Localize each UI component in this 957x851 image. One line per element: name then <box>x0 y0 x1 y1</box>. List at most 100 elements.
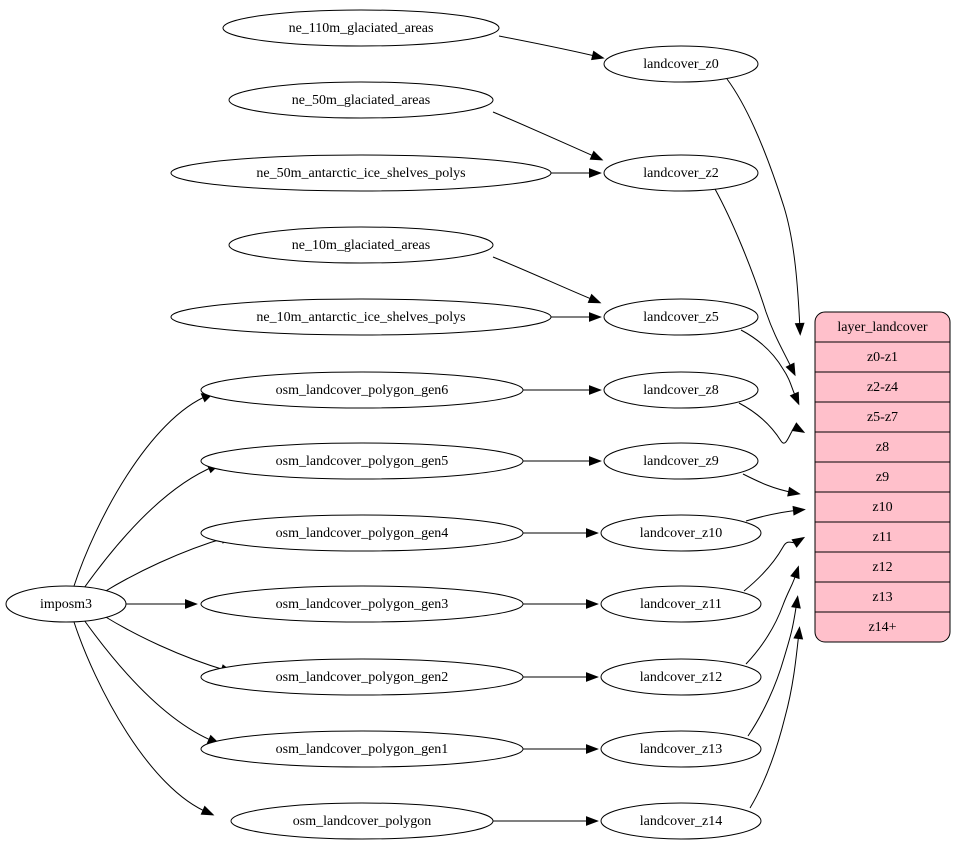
node-shape[interactable] <box>228 81 494 119</box>
edge <box>493 816 599 826</box>
node-shape[interactable] <box>170 154 552 192</box>
node-shape[interactable] <box>222 9 500 47</box>
graph-node-landcover[interactable]: landcover_z2 <box>603 154 759 192</box>
edge-arrowhead <box>591 50 605 61</box>
edge <box>523 744 599 754</box>
edge-arrowhead <box>586 672 599 682</box>
edge-arrowhead <box>587 293 602 304</box>
node-shape[interactable] <box>228 226 494 264</box>
graph-node-natural-earth[interactable]: ne_50m_glaciated_areas <box>228 81 494 119</box>
graph-node-landcover[interactable]: landcover_z13 <box>600 730 762 768</box>
graph-node-source[interactable]: imposm3 <box>5 585 127 623</box>
graph-node-landcover[interactable]: landcover_z11 <box>600 585 762 623</box>
node-shape[interactable] <box>600 730 762 768</box>
graph-node-natural-earth[interactable]: ne_10m_antarctic_ice_shelves_polys <box>170 298 552 336</box>
node-shape[interactable] <box>200 658 524 696</box>
table-row[interactable]: z5-z7 <box>815 401 950 425</box>
edge-line <box>83 465 216 589</box>
edge-line <box>73 394 210 587</box>
edge <box>73 621 215 816</box>
graph-node-natural-earth[interactable]: ne_10m_glaciated_areas <box>228 226 494 264</box>
node-label: imposm3 <box>40 597 92 612</box>
graph-node-osm[interactable]: osm_landcover_polygon_gen2 <box>200 658 524 696</box>
edge-arrowhead <box>589 385 602 395</box>
edge-line <box>714 188 794 372</box>
graph-node-landcover[interactable]: landcover_z8 <box>603 371 759 409</box>
node-label: osm_landcover_polygon_gen4 <box>276 526 449 541</box>
node-shape[interactable] <box>603 45 759 83</box>
edge <box>745 505 806 522</box>
graph-node-natural-earth[interactable]: ne_110m_glaciated_areas <box>222 9 500 47</box>
edge-line <box>492 111 599 159</box>
edge <box>523 672 599 682</box>
node-shape[interactable] <box>200 442 524 480</box>
node-shape[interactable] <box>200 371 524 409</box>
node-label: osm_landcover_polygon_gen5 <box>276 454 449 469</box>
table-row[interactable]: z2-z4 <box>815 371 950 395</box>
node-label: osm_landcover_polygon_gen3 <box>276 597 449 612</box>
node-label: ne_10m_antarctic_ice_shelves_polys <box>256 310 465 325</box>
table-row[interactable]: z8 <box>815 431 950 455</box>
edge-arrowhead <box>586 744 599 754</box>
node-shape[interactable] <box>200 585 524 623</box>
table-row[interactable]: z0-z1 <box>815 341 950 365</box>
node-label: landcover_z14 <box>640 814 722 829</box>
edge-arrowhead <box>589 456 602 466</box>
graph-node-osm[interactable]: osm_landcover_polygon_gen1 <box>200 730 524 768</box>
graph-node-landcover[interactable]: landcover_z5 <box>603 298 759 336</box>
table-row[interactable]: z11 <box>815 521 950 545</box>
graph-node-landcover[interactable]: landcover_z14 <box>600 802 762 840</box>
node-shape[interactable] <box>600 585 762 623</box>
node-shape[interactable] <box>603 298 759 336</box>
graph-node-osm[interactable]: osm_landcover_polygon_gen4 <box>200 514 524 552</box>
table-row[interactable]: z9 <box>815 461 950 485</box>
graph-node-osm[interactable]: osm_landcover_polygon_gen3 <box>200 585 524 623</box>
node-label: osm_landcover_polygon_gen1 <box>276 742 449 757</box>
node-shape[interactable] <box>603 154 759 192</box>
edge <box>743 536 806 592</box>
edge <box>714 188 796 377</box>
table-row[interactable]: z13 <box>815 581 950 605</box>
table-row[interactable]: z12 <box>815 551 950 575</box>
graph-node-landcover[interactable]: landcover_z0 <box>603 45 759 83</box>
graph-node-landcover[interactable]: landcover_z9 <box>603 442 759 480</box>
edge-line <box>745 570 798 665</box>
edge <box>726 78 805 336</box>
edge-arrowhead <box>589 168 602 178</box>
node-shape[interactable] <box>603 371 759 409</box>
node-label: landcover_z9 <box>643 454 718 469</box>
graph-node-landcover[interactable]: landcover_z12 <box>600 658 762 696</box>
node-shape[interactable] <box>170 298 552 336</box>
table-row[interactable]: z10 <box>815 491 950 515</box>
table-row-label: z12 <box>872 560 892 575</box>
nodes-layer: imposm3 ne_110m_glaciated_areas ne_50m_gla… <box>5 9 762 840</box>
edge-line <box>498 35 600 58</box>
node-shape[interactable] <box>600 802 762 840</box>
node-shape[interactable] <box>200 730 524 768</box>
table-title: layer_landcover <box>837 320 928 335</box>
graph-node-natural-earth[interactable]: ne_50m_antarctic_ice_shelves_polys <box>170 154 552 192</box>
edge <box>747 595 801 737</box>
graph-node-osm[interactable]: osm_landcover_polygon_gen6 <box>200 371 524 409</box>
node-shape[interactable] <box>600 514 762 552</box>
node-shape[interactable] <box>603 442 759 480</box>
graph-node-osm[interactable]: osm_landcover_polygon_gen5 <box>200 442 524 480</box>
node-label: ne_10m_glaciated_areas <box>292 238 430 253</box>
node-label: landcover_z5 <box>643 310 718 325</box>
node-shape[interactable] <box>5 585 127 623</box>
edge-arrowhead <box>785 362 796 377</box>
node-label: osm_landcover_polygon_gen6 <box>276 383 449 398</box>
table-row-label: z0-z1 <box>867 350 898 365</box>
node-shape[interactable] <box>600 658 762 696</box>
edge-line <box>73 621 210 814</box>
node-shape[interactable] <box>200 514 524 552</box>
edge-arrowhead <box>791 422 806 433</box>
graph-node-osm[interactable]: osm_landcover_polygon <box>230 802 494 840</box>
graph-node-landcover[interactable]: landcover_z10 <box>600 514 762 552</box>
table-row[interactable]: z14+ <box>815 611 950 635</box>
node-label: landcover_z10 <box>640 526 722 541</box>
node-label: ne_110m_glaciated_areas <box>289 21 434 36</box>
node-shape[interactable] <box>230 802 494 840</box>
